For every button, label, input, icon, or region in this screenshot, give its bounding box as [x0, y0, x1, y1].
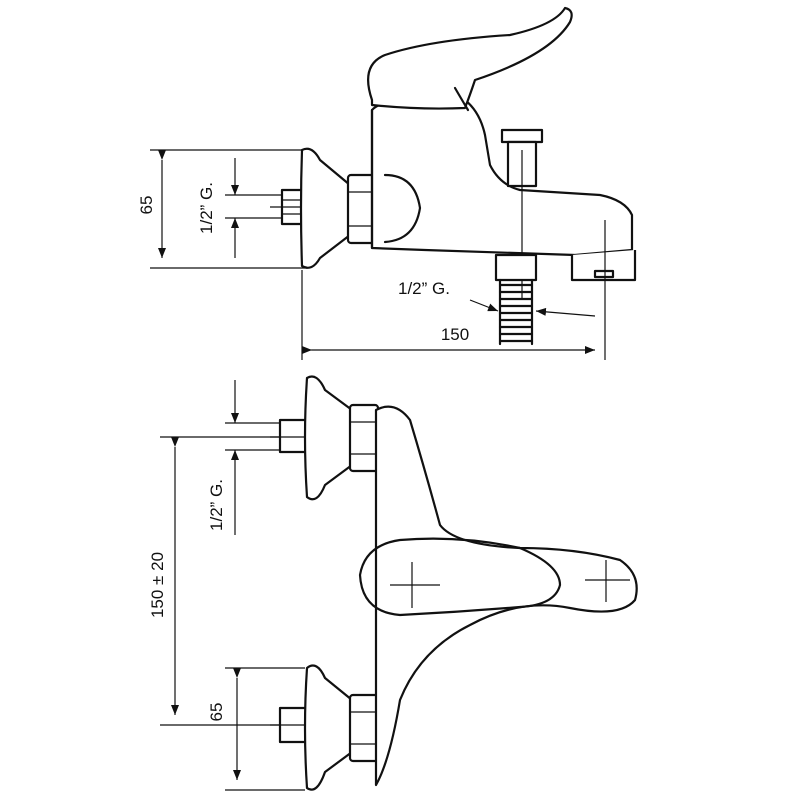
lever-handle[interactable] — [367, 6, 573, 110]
body-curve — [383, 173, 422, 244]
side-view: 65 1/2” G. — [137, 6, 637, 360]
dimension-150-pm-20: 150 ± 20 — [148, 436, 280, 726]
dim-65-label: 65 — [137, 196, 156, 215]
dimension-65-side: 65 — [137, 149, 305, 269]
lower-flange — [303, 664, 354, 791]
front-dim-65-label: 65 — [207, 703, 226, 722]
mixer-body-front — [374, 405, 638, 787]
upper-flange — [303, 375, 354, 501]
dim-150-label: 150 — [441, 325, 469, 344]
hose-connector — [494, 253, 538, 282]
diverter-knob[interactable] — [500, 128, 544, 144]
upper-nipple — [278, 418, 308, 454]
dimension-65-front: 65 — [207, 667, 305, 791]
front-view: 150 ± 20 1/2” G. 65 — [148, 375, 638, 791]
dim-150-pm-20-label: 150 ± 20 — [148, 552, 167, 618]
spout-outlet — [570, 250, 637, 282]
dimension-150: 150 — [301, 270, 595, 360]
inlet-thread-label: 1/2” G. — [197, 182, 216, 234]
outlet-thread-label: 1/2” G. — [398, 279, 450, 298]
dimension-inlet-thread-side: 1/2” G. — [197, 158, 300, 258]
lever-handle-front[interactable] — [358, 537, 562, 617]
lower-hex-nut — [348, 693, 380, 763]
front-inlet-thread-label: 1/2” G. — [207, 479, 226, 531]
dimension-inlet-thread-front: 1/2” G. — [207, 380, 300, 535]
upper-hex-nut — [348, 403, 380, 473]
wall-flange — [299, 147, 352, 269]
